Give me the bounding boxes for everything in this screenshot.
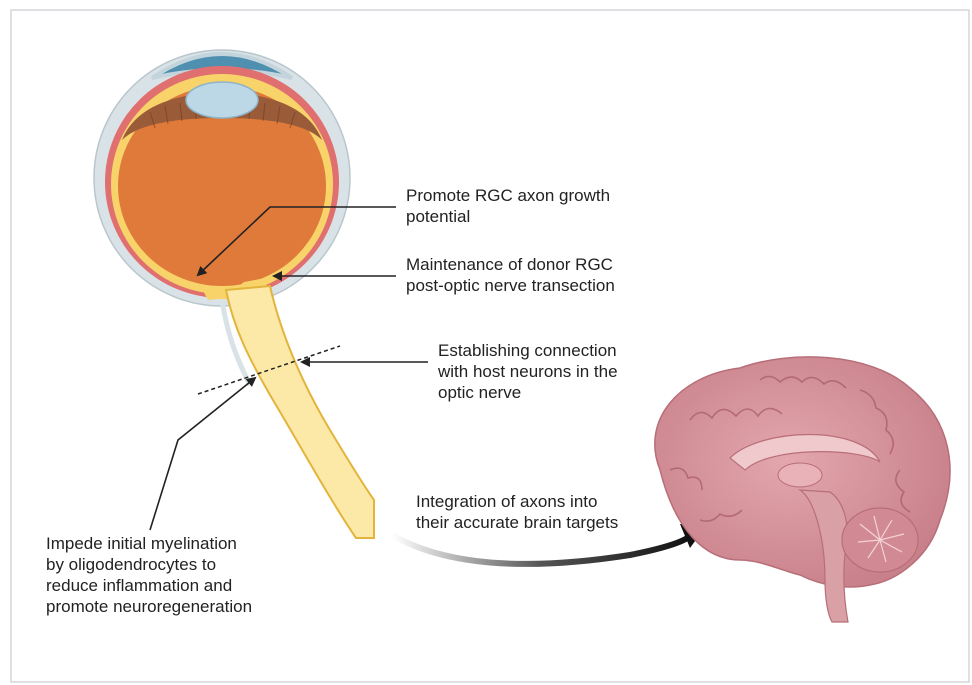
label-integration-line1: Integration of axons into <box>416 491 618 512</box>
label-myelination-line2: by oligodendrocytes to <box>46 554 252 575</box>
label-connection-line2: with host neurons in the <box>438 361 618 382</box>
label-connection-line3: optic nerve <box>438 382 618 403</box>
label-myelination-line4: promote neuroregeneration <box>46 596 252 617</box>
label-integration: Integration of axons into their accurate… <box>416 491 618 533</box>
label-connection-line1: Establishing connection <box>438 340 618 361</box>
optic-nerve <box>226 286 374 538</box>
label-maintenance-line2: post-optic nerve transection <box>406 275 615 296</box>
label-integration-line2: their accurate brain targets <box>416 512 618 533</box>
label-growth-line1: Promote RGC axon growth <box>406 185 610 206</box>
myelination-arrow <box>150 378 255 530</box>
brain-illustration <box>655 357 950 622</box>
label-maintenance: Maintenance of donor RGC post-optic nerv… <box>406 254 615 296</box>
label-growth-line2: potential <box>406 206 610 227</box>
label-myelination-line1: Impede initial myelination <box>46 533 252 554</box>
label-myelination: Impede initial myelination by oligodendr… <box>46 533 252 617</box>
label-connection: Establishing connection with host neuron… <box>438 340 618 403</box>
integration-arrow <box>392 535 690 564</box>
thalamus <box>778 463 822 487</box>
label-growth: Promote RGC axon growth potential <box>406 185 610 227</box>
eye-illustration <box>94 50 350 306</box>
label-myelination-line3: reduce inflammation and <box>46 575 252 596</box>
lens <box>186 82 258 118</box>
label-maintenance-line1: Maintenance of donor RGC <box>406 254 615 275</box>
